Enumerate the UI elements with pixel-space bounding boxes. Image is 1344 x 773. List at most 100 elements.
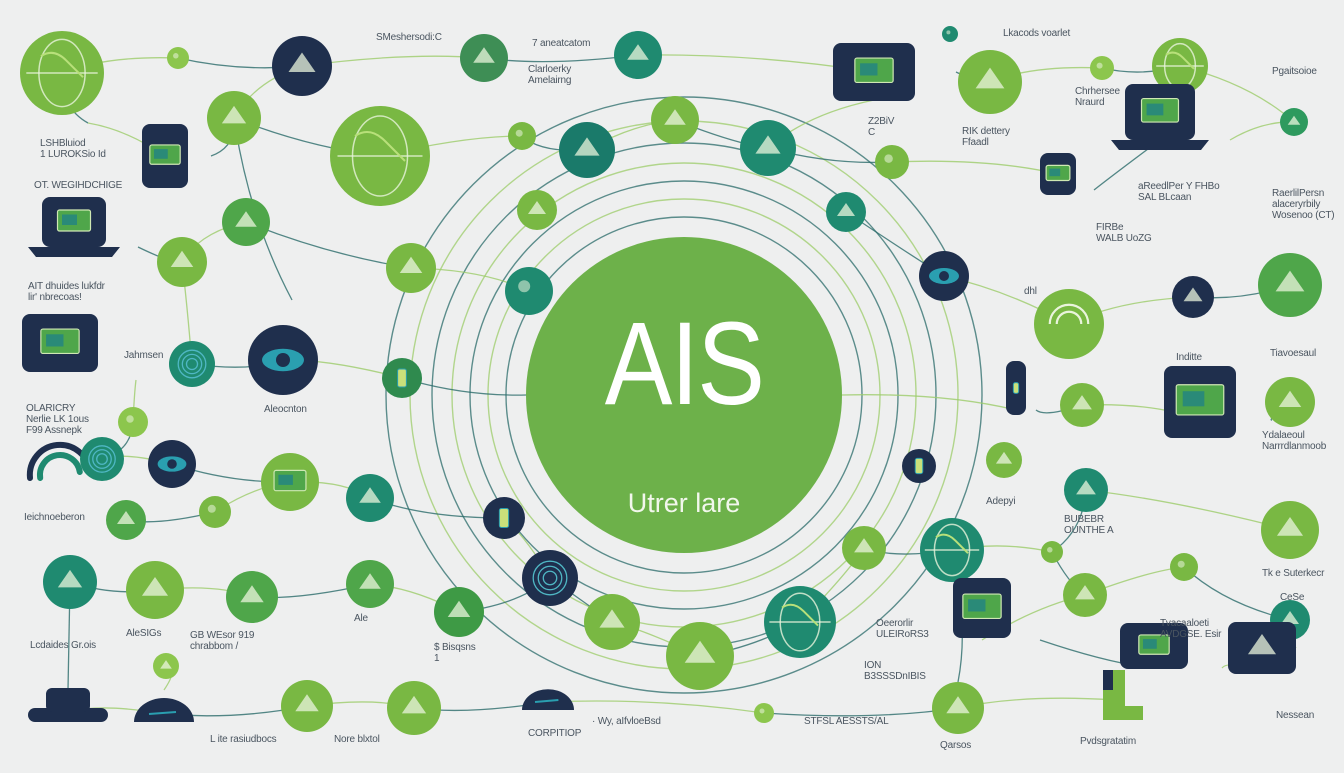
label-top-8: RIK dettery Ffaadl bbox=[962, 126, 1010, 148]
node-green-car-icon bbox=[666, 622, 734, 690]
label-bottom-14: Pvdsgratatim bbox=[1080, 736, 1136, 747]
node-green-cup-icon bbox=[986, 442, 1022, 478]
globe-center-left-icon bbox=[330, 106, 430, 206]
label-right-11: CeSe bbox=[1280, 592, 1305, 603]
node-green-signal-icon bbox=[1034, 289, 1104, 359]
laptop-right-icon bbox=[1111, 84, 1209, 150]
globe-top-right-icon bbox=[1152, 38, 1208, 94]
label-top-4: Lkacods voarlet bbox=[1003, 28, 1071, 39]
label-right-1: aReedlPer Y FHBo SAL BLcaan bbox=[1138, 181, 1220, 203]
node-green-bus-icon bbox=[932, 682, 984, 734]
node-mountain-icon bbox=[1258, 253, 1322, 317]
icon-nodes bbox=[20, 26, 1322, 735]
label-top-5: Pgaitsoioe bbox=[1272, 66, 1317, 77]
label-bottom-2: AleSIGs bbox=[126, 628, 162, 639]
label-bottom-9: · Wy, aIfvloeBsd bbox=[592, 716, 661, 727]
label-right-3: FIRBe WALB UoZG bbox=[1096, 222, 1152, 244]
hat-bottom-left-icon bbox=[28, 688, 108, 722]
label-right-12: Tvacaaloeti AVDGSE. Esir bbox=[1160, 618, 1222, 640]
node-navy-small-2-icon bbox=[902, 449, 936, 483]
tablet-left-2-icon bbox=[22, 314, 98, 372]
connection-line bbox=[1085, 489, 1291, 531]
node-small-1-icon bbox=[167, 47, 189, 69]
node-green-v-icon bbox=[584, 594, 640, 650]
laptop-left-icon bbox=[28, 197, 120, 257]
monitor-top-icon bbox=[833, 43, 915, 101]
node-green-shield-icon bbox=[1261, 501, 1319, 559]
label-right-9: BUBEBR OUNTHE A bbox=[1064, 514, 1114, 536]
label-bottom-11: ION B3SSSDnIBIS bbox=[864, 660, 926, 682]
label-top-1: SMeshersodi:C bbox=[376, 32, 442, 43]
node-green-small-3-icon bbox=[1041, 541, 1063, 563]
node-green-mid-icon bbox=[651, 96, 699, 144]
label-bottom-10: Oeerorlir ULEIRoRS3 bbox=[876, 618, 929, 640]
connection-line bbox=[841, 394, 1017, 411]
node-navy-mic-icon bbox=[148, 440, 196, 488]
node-teal-check-icon bbox=[346, 474, 394, 522]
connection-line bbox=[763, 707, 959, 717]
label-bottom-13: Qarsos bbox=[940, 740, 972, 751]
node-hat-green-icon bbox=[207, 91, 261, 145]
node-green-lft-2-icon bbox=[106, 500, 146, 540]
label-bottom-5: $ Bisqsns 1 bbox=[434, 642, 476, 664]
node-green-small-2-icon bbox=[875, 145, 909, 179]
central-hub bbox=[526, 237, 842, 553]
node-green-drop-icon bbox=[118, 407, 148, 437]
screen-right-3-icon bbox=[1120, 623, 1188, 669]
label-left-2: OT. WEGIHDCHIGE bbox=[34, 180, 123, 191]
node-navy-jar-icon bbox=[483, 497, 525, 539]
hub-circle bbox=[526, 237, 842, 553]
node-green-lock-icon bbox=[434, 587, 484, 637]
label-left-6: Ieichnoeberon bbox=[24, 512, 85, 523]
node-leaf-top-icon bbox=[614, 31, 662, 79]
label-bottom-6: L ite rasiudbocs bbox=[210, 734, 277, 745]
node-green-coin-icon bbox=[1170, 553, 1198, 581]
label-left-1: LSHBluiod 1 LUROKSio Id bbox=[40, 138, 106, 160]
label-right-4: dhl bbox=[1024, 286, 1037, 297]
label-bottom-1: Lcdaides Gr.ois bbox=[30, 640, 96, 651]
connection-line bbox=[891, 160, 1059, 175]
label-right-8: Adepyi bbox=[986, 496, 1016, 507]
node-green-far-right-icon bbox=[1265, 377, 1315, 427]
globe-top-left-icon bbox=[20, 31, 104, 115]
label-right-10: Tk e Suterkecr bbox=[1262, 568, 1325, 579]
node-green-plant-icon bbox=[386, 243, 436, 293]
label-bottom-7: Nore blxtol bbox=[334, 734, 380, 745]
node-top-right-big-icon bbox=[958, 50, 1022, 114]
label-bottom-4: Ale bbox=[354, 613, 368, 624]
label-left-3: AIT dhuides lukfdr lir' nbrecoas! bbox=[28, 281, 105, 303]
node-green-bl-2-icon bbox=[126, 561, 184, 619]
connection-line bbox=[547, 700, 765, 714]
label-right-7: Ydalaeoul Narrrdlanmoob bbox=[1262, 430, 1327, 452]
node-teal-globe-2-icon bbox=[920, 518, 984, 582]
node-green-bulb-icon bbox=[153, 653, 179, 679]
node-lens-icon bbox=[508, 122, 536, 150]
screen-right-2-icon bbox=[953, 578, 1011, 638]
label-top-3: Clarloerky Amelairng bbox=[528, 64, 572, 86]
node-teal-sphere-icon bbox=[764, 586, 836, 658]
screen-right-small-icon bbox=[1040, 153, 1076, 195]
label-left-4: Jahmsen bbox=[124, 350, 164, 361]
label-top-2: 7 aneatcatom bbox=[532, 38, 591, 49]
label-bottom-3: GB WEsor 919 chrabbom / bbox=[190, 630, 255, 652]
helmet-bottom-icon bbox=[134, 698, 194, 722]
node-navy-leaf-2-icon bbox=[1228, 622, 1296, 674]
node-green-right-mid-icon bbox=[1060, 383, 1104, 427]
node-green-small-4-icon bbox=[1063, 573, 1107, 617]
node-navy-eye-icon bbox=[248, 325, 318, 395]
boot-bottom-right-icon bbox=[1103, 670, 1143, 720]
pin-right-icon bbox=[1280, 108, 1308, 136]
node-cloud-icon bbox=[460, 34, 508, 82]
label-right-2: RaerlilPersn alaceryrbily Wosenoo (CT) bbox=[1272, 188, 1335, 221]
node-small-teal-icon bbox=[942, 26, 958, 42]
node-teal-pin-icon bbox=[1064, 468, 1108, 512]
node-green-battery-icon bbox=[382, 358, 422, 398]
label-bottom-12: STFSL AESSTS/AL bbox=[804, 716, 889, 727]
node-small-right-1-icon bbox=[1090, 56, 1114, 80]
node-green-lab-2-icon bbox=[261, 453, 319, 511]
node-green-robot-icon bbox=[226, 571, 278, 623]
node-teal-wheel-icon bbox=[80, 437, 124, 481]
node-teal-e-icon bbox=[169, 341, 215, 387]
node-green-robot-2-icon bbox=[387, 681, 441, 735]
